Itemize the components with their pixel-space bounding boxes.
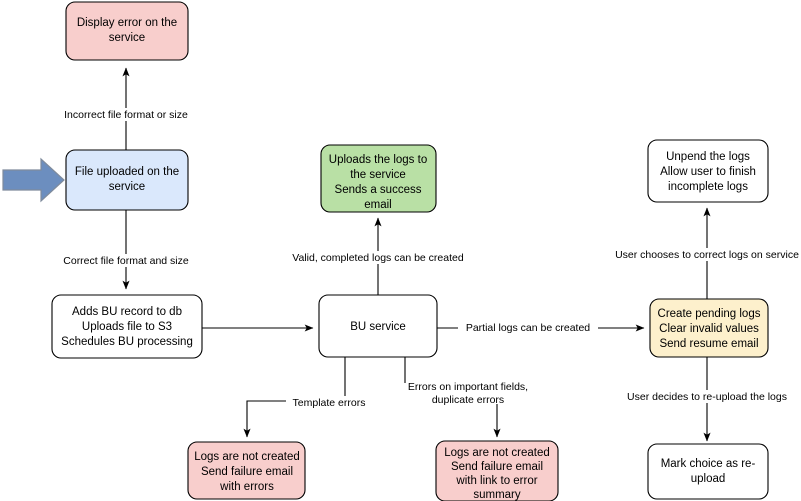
node-file-uploaded-line-2: service — [109, 181, 145, 193]
node-create-pending-logs-line-2: Clear invalid values — [659, 323, 759, 335]
edge-label-incorrect-format: Incorrect file format or size — [64, 109, 188, 121]
node-logs-not-created-errors-line-3: with errors — [219, 481, 274, 493]
edge-partial-logs: Partial logs can be created — [437, 321, 645, 334]
node-unpend-logs[interactable]: Unpend the logs Allow user to finish inc… — [647, 139, 769, 203]
node-logs-not-created-errors-line-2: Send failure email — [201, 466, 293, 478]
node-display-error-line-1: Display error on the — [77, 17, 177, 29]
node-unpend-logs-line-2: Allow user to finish — [660, 166, 756, 178]
node-create-pending-logs-line-1: Create pending logs — [658, 308, 761, 320]
edge-label-important-field-errors-line2: duplicate errors — [432, 394, 504, 406]
edge-label-template-errors: Template errors — [293, 397, 366, 409]
node-unpend-logs-line-3: incomplete logs — [668, 181, 748, 193]
node-logs-not-created-errors-line-1: Logs are not created — [194, 451, 300, 463]
node-logs-not-created-summary-line-4: summary — [473, 489, 521, 501]
node-file-uploaded[interactable]: File uploaded on the service — [65, 149, 189, 211]
edge-label-valid-logs: Valid, completed logs can be created — [292, 252, 464, 264]
node-mark-choice-reupload-line-2: upload — [691, 473, 726, 485]
node-mark-choice-reupload[interactable]: Mark choice as re- upload — [647, 443, 769, 500]
node-mark-choice-reupload-line-1: Mark choice as re- — [661, 458, 756, 470]
edge-label-user-corrects: User chooses to correct logs on service — [615, 249, 799, 261]
node-bu-service-line-1: BU service — [350, 321, 406, 333]
node-adds-bu-record[interactable]: Adds BU record to db Uploads file to S3 … — [51, 294, 203, 359]
node-display-error-line-2: service — [109, 32, 145, 44]
edge-template-errors: Template errors — [243, 357, 372, 438]
node-adds-bu-record-line-2: Uploads file to S3 — [82, 321, 172, 333]
node-logs-not-created-summary-line-3: with link to error — [455, 475, 537, 487]
node-uploads-logs-line-4: email — [364, 199, 391, 211]
edge-label-partial-logs: Partial logs can be created — [466, 322, 590, 334]
node-adds-bu-record-line-1: Adds BU record to db — [72, 306, 182, 318]
node-logs-not-created-summary[interactable]: Logs are not created Send failure email … — [435, 440, 559, 501]
node-bu-service[interactable]: BU service — [318, 294, 438, 358]
edge-user-corrects: User chooses to correct logs on service — [608, 207, 801, 299]
node-uploads-logs-line-3: Sends a success — [335, 184, 422, 196]
node-logs-not-created-summary-line-1: Logs are not created — [444, 447, 550, 459]
entry-arrow-icon — [2, 157, 65, 203]
node-file-uploaded-line-1: File uploaded on the — [75, 166, 179, 178]
edge-incorrect-format: Incorrect file format or size — [58, 67, 194, 150]
node-unpend-logs-line-1: Unpend the logs — [666, 151, 750, 163]
edge-important-field-errors: Errors on important fields, duplicate er… — [404, 357, 528, 438]
edge-label-important-field-errors-line1: Errors on important fields, — [408, 381, 528, 393]
node-logs-not-created-errors[interactable]: Logs are not created Send failure email … — [187, 441, 306, 500]
node-display-error[interactable]: Display error on the service — [65, 1, 189, 61]
node-create-pending-logs[interactable]: Create pending logs Clear invalid values… — [649, 298, 769, 358]
node-logs-not-created-summary-line-2: Send failure email — [451, 461, 543, 473]
node-uploads-logs[interactable]: Uploads the logs to the service Sends a … — [320, 144, 437, 213]
node-uploads-logs-line-1: Uploads the logs to — [329, 154, 427, 166]
edge-correct-format: Correct file format and size — [58, 210, 194, 290]
node-uploads-logs-line-2: the service — [350, 169, 406, 181]
node-create-pending-logs-line-3: Send resume email — [659, 338, 758, 350]
edge-label-user-reuploads: User decides to re-upload the logs — [627, 391, 787, 403]
edge-user-reuploads: User decides to re-upload the logs — [614, 357, 800, 442]
edge-valid-logs: Valid, completed logs can be created — [283, 217, 474, 300]
node-adds-bu-record-line-3: Schedules BU processing — [61, 336, 193, 348]
edge-label-correct-format: Correct file format and size — [63, 255, 189, 267]
